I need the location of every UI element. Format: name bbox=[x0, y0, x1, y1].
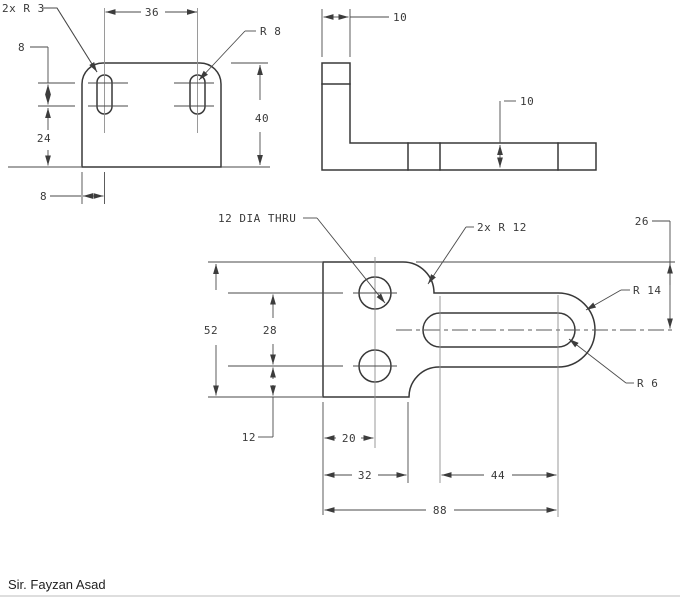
leader-hole-note: 12 DIA THRU bbox=[218, 212, 386, 304]
slot-radius-label: R 6 bbox=[637, 377, 658, 390]
dim-label: 26 bbox=[635, 215, 649, 228]
dim-hole-to-edge: 12 bbox=[242, 367, 276, 444]
dim-label: 12 bbox=[242, 431, 256, 444]
fillet-note-label: 2x R 12 bbox=[477, 221, 527, 234]
front-view: 36 2x R 3 R 8 8 24 bbox=[2, 2, 281, 204]
leader-slot-radius: 2x R 3 bbox=[2, 2, 98, 73]
side-outline bbox=[321, 62, 597, 171]
dim-top-width: 52 bbox=[204, 264, 219, 396]
dim-label: 8 bbox=[40, 190, 47, 203]
leader-fillet-note: 2x R 12 bbox=[427, 221, 527, 285]
leader-corner-radius: R 8 bbox=[198, 25, 281, 81]
side-view: 10 10 bbox=[321, 9, 597, 171]
dim-label: 88 bbox=[433, 504, 447, 517]
leader-slot-radius: R 6 bbox=[568, 338, 658, 390]
dim-base-thickness: 10 bbox=[497, 95, 534, 168]
dim-label: 36 bbox=[145, 6, 159, 19]
slot-arc-center-lines bbox=[38, 82, 214, 107]
dim-label: 8 bbox=[18, 41, 25, 54]
top-view: 12 DIA THRU 2x R 12 26 R 14 R 6 bbox=[204, 212, 675, 517]
slot-radius-label: 2x R 3 bbox=[2, 2, 45, 15]
dim-hole-offset: 20 bbox=[324, 432, 374, 445]
dim-overall-length: 88 bbox=[324, 504, 557, 517]
hole-center-lines bbox=[228, 292, 397, 367]
dim-label: 20 bbox=[342, 432, 356, 445]
dim-label: 32 bbox=[358, 469, 372, 482]
dim-slot-length: 8 bbox=[18, 41, 51, 105]
dim-label: 40 bbox=[255, 112, 269, 125]
dim-label: 52 bbox=[204, 324, 218, 337]
dim-label: 10 bbox=[393, 11, 407, 24]
leader-tip-radius: R 14 bbox=[585, 284, 662, 311]
dim-label: 44 bbox=[491, 469, 505, 482]
dim-label: 28 bbox=[263, 324, 277, 337]
dim-label: 10 bbox=[520, 95, 534, 108]
corner-radius-label: R 8 bbox=[260, 25, 281, 38]
dim-tip-center-offset: 26 bbox=[635, 215, 673, 329]
tip-radius-label: R 14 bbox=[633, 284, 662, 297]
dim-label: 24 bbox=[37, 132, 51, 145]
dim-front-height: 40 bbox=[231, 62, 269, 165]
dim-edge-to-slot: 8 bbox=[40, 172, 105, 204]
dim-upright-thickness: 10 bbox=[321, 9, 407, 57]
author-signature: Sir. Fayzan Asad bbox=[8, 577, 106, 592]
dim-step-length: 32 bbox=[324, 469, 407, 482]
dim-slot-span: 44 bbox=[441, 469, 557, 482]
hole-note-label: 12 DIA THRU bbox=[218, 212, 296, 225]
dim-slot-to-bottom: 24 bbox=[37, 108, 51, 166]
dim-slot-pitch: 36 bbox=[105, 6, 197, 19]
dim-hole-pitch: 28 bbox=[263, 294, 277, 365]
